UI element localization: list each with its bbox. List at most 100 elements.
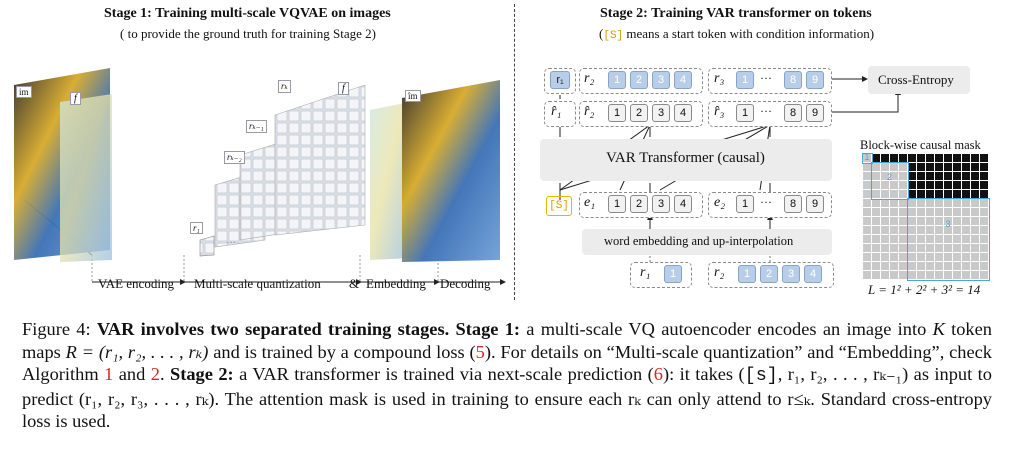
mask-cell [926, 217, 934, 225]
mask-cell [863, 262, 871, 270]
target-r1-token: r₁ [550, 71, 570, 89]
mask-cell [926, 253, 934, 261]
mask-cell [899, 226, 907, 234]
mask-cell [917, 154, 925, 162]
mask-cell [926, 181, 934, 189]
tag-r1: r₁ [190, 222, 203, 234]
mask-cell [899, 271, 907, 279]
tag-rk: rₖ [278, 80, 291, 93]
mask-cell [908, 154, 916, 162]
word-embedding-box: word embedding and up-interpolation [582, 229, 832, 255]
mask-cell [890, 226, 898, 234]
mask-cell [917, 172, 925, 180]
mask-cell [980, 172, 988, 180]
figure-caption: Figure 4: VAR involves two separated tra… [22, 319, 992, 431]
emb-e2-token-8: 8 [784, 195, 802, 213]
emb-e1-token-4: 4 [674, 195, 692, 213]
label-vae-encoding: VAE encoding [98, 276, 174, 291]
target-r3-dots: ··· [760, 71, 772, 85]
mask-cell [890, 244, 898, 252]
mask-cell [971, 235, 979, 243]
mask-block-outline [871, 162, 909, 200]
mask-cell [899, 190, 907, 198]
mask-cell [962, 271, 970, 279]
mask-cell [926, 244, 934, 252]
ref-eq6[interactable]: 6 [653, 364, 663, 384]
target-r2-token-3: 3 [652, 71, 670, 89]
mask-cell [971, 208, 979, 216]
target-r2-token-1: 1 [608, 71, 626, 89]
mask-cell [863, 235, 871, 243]
input-r2-label: r₂ [714, 265, 725, 280]
mask-cell [881, 208, 889, 216]
mask-cell [863, 271, 871, 279]
ref-eq5[interactable]: 5 [475, 341, 485, 362]
mask-cell [980, 217, 988, 225]
mask-cell [953, 253, 961, 261]
mask-cell [908, 217, 916, 225]
scale-grid-r1 [199, 235, 215, 257]
mask-cell [926, 154, 934, 162]
mask-cell [917, 226, 925, 234]
mask-cell [971, 244, 979, 252]
mask-cell [944, 217, 952, 225]
target-r3-token-8: 8 [784, 71, 802, 89]
mask-cell [908, 172, 916, 180]
target-r2-label: r₂ [584, 71, 595, 86]
ref-alg1[interactable]: 1 [104, 364, 114, 384]
mask-cell [944, 154, 952, 162]
mask-cell [935, 244, 943, 252]
mask-cell [980, 154, 988, 162]
mask-cell [872, 262, 880, 270]
mask-cell [908, 181, 916, 189]
mask-cell [908, 226, 916, 234]
stage2-title: Stage 2: Training VAR transformer on tok… [600, 6, 872, 21]
ref-alg2[interactable]: 2 [150, 364, 160, 384]
mask-cell [953, 190, 961, 198]
mask-cell [953, 163, 961, 171]
mask-cell [926, 226, 934, 234]
mask-cell [962, 217, 970, 225]
mask-cell [899, 199, 907, 207]
mask-cell [917, 163, 925, 171]
mask-cell [881, 190, 889, 198]
tag-rk1: rₖ₋₁ [246, 120, 267, 133]
mask-cell [917, 253, 925, 261]
mask-title: Block-wise causal mask [860, 138, 981, 152]
mask-cell [872, 217, 880, 225]
feature-map-right [370, 102, 410, 260]
mask-cell [899, 244, 907, 252]
mask-cell [935, 235, 943, 243]
mask-cell [872, 208, 880, 216]
mask-cell [890, 190, 898, 198]
mask-cell [890, 235, 898, 243]
emb-e2-token-9: 9 [806, 195, 824, 213]
mask-cell [863, 208, 871, 216]
mask-cell [980, 262, 988, 270]
mask-cell [971, 217, 979, 225]
mask-cell [881, 271, 889, 279]
mask-cell [890, 217, 898, 225]
mask-cell [962, 181, 970, 189]
label-multiscale-quantization: Multi-scale quantization [194, 276, 321, 291]
mask-cell [863, 199, 871, 207]
mask-cell [908, 235, 916, 243]
mask-cell [944, 163, 952, 171]
mask-cell [944, 199, 952, 207]
mask-cell [953, 172, 961, 180]
mask-cell [935, 217, 943, 225]
pred-r2-token-3: 3 [652, 104, 670, 122]
label-decoding: Decoding [440, 276, 491, 291]
mask-cell [980, 226, 988, 234]
mask-cell [935, 172, 943, 180]
mask-cell [953, 244, 961, 252]
mask-cell [890, 163, 898, 171]
mask-cell [971, 172, 979, 180]
emb-e1-token-1: 1 [608, 195, 626, 213]
svg-text:···: ··· [226, 238, 236, 249]
cross-entropy-box: Cross-Entropy [868, 66, 970, 94]
mask-cell [872, 154, 880, 162]
mask-cell [926, 163, 934, 171]
mask-cell [935, 163, 943, 171]
mask-cell [926, 235, 934, 243]
